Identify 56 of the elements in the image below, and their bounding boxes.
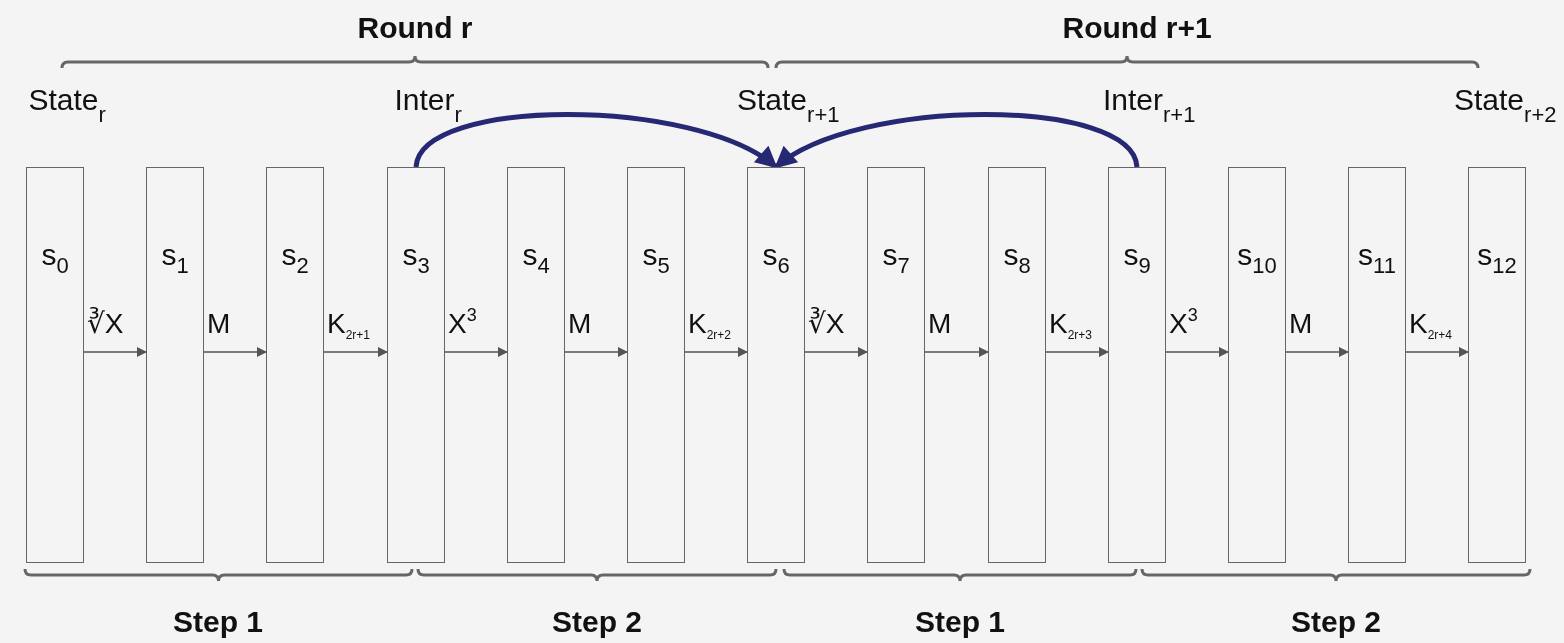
- state-label: s$_{11}$: [1357, 238, 1397, 272]
- state-box: [867, 167, 925, 563]
- state-label: s$_{0}$: [40, 238, 70, 272]
- state-label: s$_{7}$: [881, 238, 911, 272]
- state-box: [146, 167, 204, 563]
- state-box: [266, 167, 324, 563]
- edge-label: X$^{3}$: [1169, 308, 1198, 340]
- edge-label: ∛X: [808, 308, 845, 340]
- arrow: [564, 347, 628, 357]
- arrow: [684, 347, 748, 357]
- edge-label: M: [568, 308, 592, 340]
- group-label: Round r: [357, 10, 473, 46]
- arrow: [203, 347, 267, 357]
- state-box: [26, 167, 84, 563]
- arrow: [444, 347, 508, 357]
- edge-label: K$_{2r+4}$: [1409, 308, 1453, 340]
- state-label: s$_{10}$: [1236, 238, 1278, 272]
- arrow: [924, 347, 989, 357]
- state-label: s$_{5}$: [641, 238, 671, 272]
- state-box: [1348, 167, 1406, 563]
- state-label: s$_{1}$: [160, 238, 190, 272]
- edge-label: K$_{2r+1}$: [327, 308, 371, 340]
- group-label: Step 1: [915, 604, 1006, 640]
- state-label: s$_{9}$: [1122, 238, 1152, 272]
- state-box: [1468, 167, 1526, 563]
- arrow: [1285, 347, 1349, 357]
- state-box: [988, 167, 1046, 563]
- state-box: [747, 167, 805, 563]
- state-label: s$_{4}$: [521, 238, 551, 272]
- arrow: [804, 347, 868, 357]
- edge-label: M: [928, 308, 952, 340]
- state-box: [627, 167, 685, 563]
- state-label: s$_{6}$: [761, 238, 791, 272]
- arrow: [83, 347, 147, 357]
- group-label: Step 2: [552, 604, 643, 640]
- group-label: Step 1: [173, 604, 264, 640]
- arrow: [1045, 347, 1109, 357]
- state-box: [1108, 167, 1166, 563]
- state-box: [1228, 167, 1286, 563]
- state-label: s$_{8}$: [1002, 238, 1032, 272]
- arrow: [1405, 347, 1469, 357]
- edge-label: M: [1289, 308, 1313, 340]
- group-label: Step 2: [1291, 604, 1382, 640]
- edge-label: ∛X: [87, 308, 124, 340]
- state-box: [507, 167, 565, 563]
- state-box: [387, 167, 445, 563]
- state-label: s$_{3}$: [401, 238, 431, 272]
- group-label: Round r+1: [1062, 10, 1212, 46]
- edge-label: X$^{3}$: [448, 308, 477, 340]
- state-label: s$_{2}$: [280, 238, 310, 272]
- arrow: [1165, 347, 1229, 357]
- state-label: s$_{12}$: [1476, 238, 1518, 272]
- edge-label: K$_{2r+3}$: [1049, 308, 1093, 340]
- arrow: [323, 347, 388, 357]
- edge-label: M: [207, 308, 231, 340]
- edge-label: K$_{2r+2}$: [688, 308, 732, 340]
